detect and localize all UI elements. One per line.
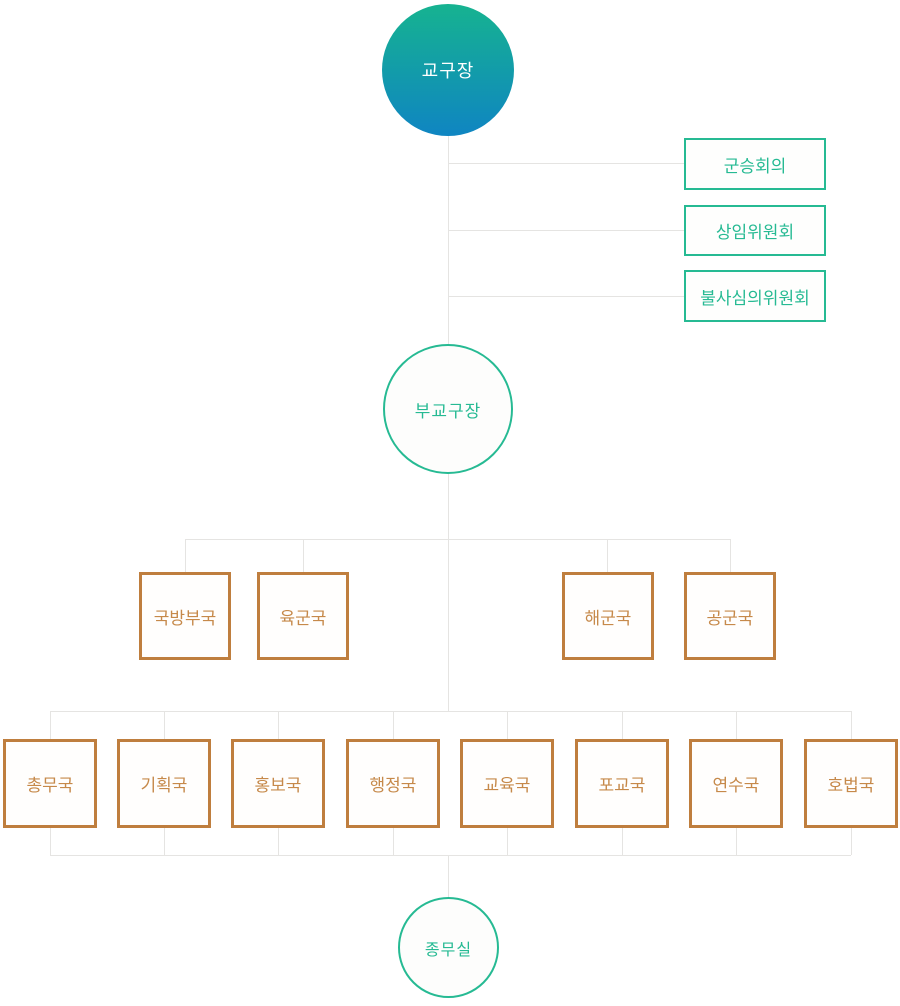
connector-trunk-top — [448, 136, 449, 345]
org-node-bureau-7-label: 연수국 — [712, 776, 760, 795]
org-node-committee-3: 불사심의위원회 — [684, 270, 826, 322]
org-node-bureau-4-label: 행정국 — [369, 776, 417, 795]
org-node-bureau-8-label: 호법국 — [827, 776, 875, 795]
org-node-bureau-1-label: 총무국 — [26, 776, 74, 795]
org-node-root-label: 교구장 — [421, 61, 475, 81]
org-node-military-bureau-4: 공군국 — [684, 572, 776, 660]
org-node-bureau-1: 총무국 — [3, 739, 97, 828]
connector-row2-drop-1 — [185, 539, 186, 572]
connector-branch-committee-3 — [448, 296, 684, 297]
org-node-military-bureau-2-label: 육군국 — [279, 608, 327, 628]
org-node-office-label: 종무실 — [424, 941, 473, 959]
org-node-bureau-2-label: 기획국 — [140, 776, 188, 795]
org-node-bureau-6-label: 포교국 — [598, 776, 646, 795]
org-node-committee-2: 상임위원회 — [684, 205, 826, 256]
org-node-committee-1: 군승회의 — [684, 138, 826, 190]
org-node-bureau-8: 호법국 — [804, 739, 898, 828]
org-node-military-bureau-4-label: 공군국 — [706, 608, 754, 628]
org-node-committee-1-label: 군승회의 — [723, 156, 787, 176]
connector-branch-committee-1 — [448, 163, 684, 164]
org-node-bureau-5: 교육국 — [460, 739, 554, 828]
org-node-bureau-3: 홍보국 — [231, 739, 325, 828]
connector-row2-drop-3 — [607, 539, 608, 572]
org-node-deputy: 부교구장 — [383, 344, 513, 474]
org-node-committee-3-label: 불사심의위원회 — [700, 288, 810, 308]
org-node-military-bureau-1-label: 국방부국 — [153, 608, 217, 628]
connector-trunk-middle — [448, 473, 449, 711]
org-node-bureau-4: 행정국 — [346, 739, 440, 828]
org-node-bureau-6: 포교국 — [575, 739, 669, 828]
org-node-bureau-2: 기획국 — [117, 739, 211, 828]
org-node-military-bureau-1: 국방부국 — [139, 572, 231, 660]
org-node-root: 교구장 — [382, 4, 514, 136]
org-node-military-bureau-3-label: 해군국 — [584, 608, 632, 628]
connector-row3-top-rail — [50, 711, 851, 712]
connector-row3-bottom-rail — [50, 855, 851, 856]
org-node-military-bureau-3: 해군국 — [562, 572, 654, 660]
org-node-bureau-5-label: 교육국 — [483, 776, 531, 795]
connector-row2-drop-2 — [303, 539, 304, 572]
connector-trunk-bottom — [448, 855, 449, 898]
org-node-deputy-label: 부교구장 — [414, 401, 482, 421]
org-node-bureau-3-label: 홍보국 — [254, 776, 302, 795]
org-node-committee-2-label: 상임위원회 — [715, 223, 795, 242]
org-node-office: 종무실 — [398, 897, 499, 998]
connector-row2-horizontal — [185, 539, 731, 540]
connector-branch-committee-2 — [448, 230, 684, 231]
org-node-bureau-7: 연수국 — [689, 739, 783, 828]
connector-row2-drop-4 — [730, 539, 731, 572]
org-node-military-bureau-2: 육군국 — [257, 572, 349, 660]
